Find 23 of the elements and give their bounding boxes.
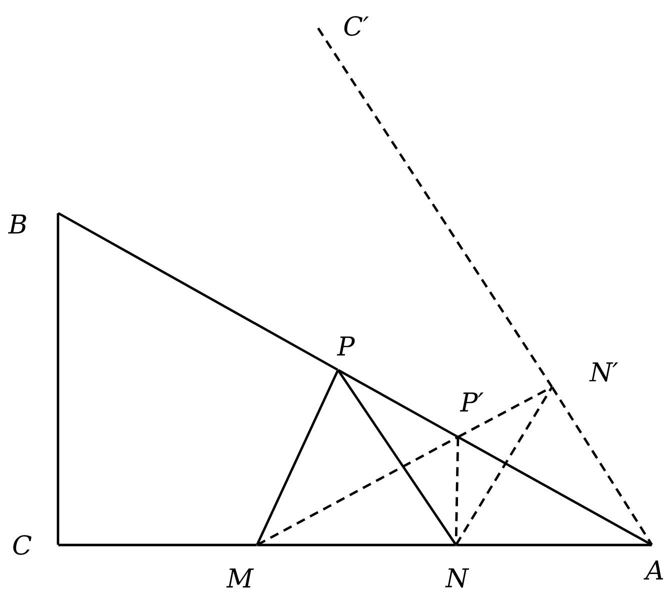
point-label: N′ (589, 362, 618, 382)
line-segment (256, 370, 339, 546)
line-segment (338, 369, 458, 438)
dashed-line (551, 386, 653, 546)
line-segment (337, 370, 457, 546)
line-segment (458, 436, 652, 546)
line-segment (58, 212, 338, 371)
line-segment (456, 544, 652, 546)
point-label: C′ (344, 16, 369, 36)
dashed-line (454, 437, 460, 545)
point-label: M (226, 568, 254, 588)
line-segment (56, 213, 60, 545)
point-label: C (13, 535, 32, 555)
point-label: P′ (460, 392, 484, 412)
dashed-line (256, 436, 458, 546)
point-label: A (644, 560, 664, 580)
point-label: N (445, 568, 470, 588)
point-label: B (8, 214, 26, 234)
point-label: P (336, 336, 355, 356)
dashed-line (455, 386, 553, 546)
line-segment (257, 544, 456, 546)
line-segment (58, 544, 257, 546)
dashed-line (317, 28, 553, 388)
